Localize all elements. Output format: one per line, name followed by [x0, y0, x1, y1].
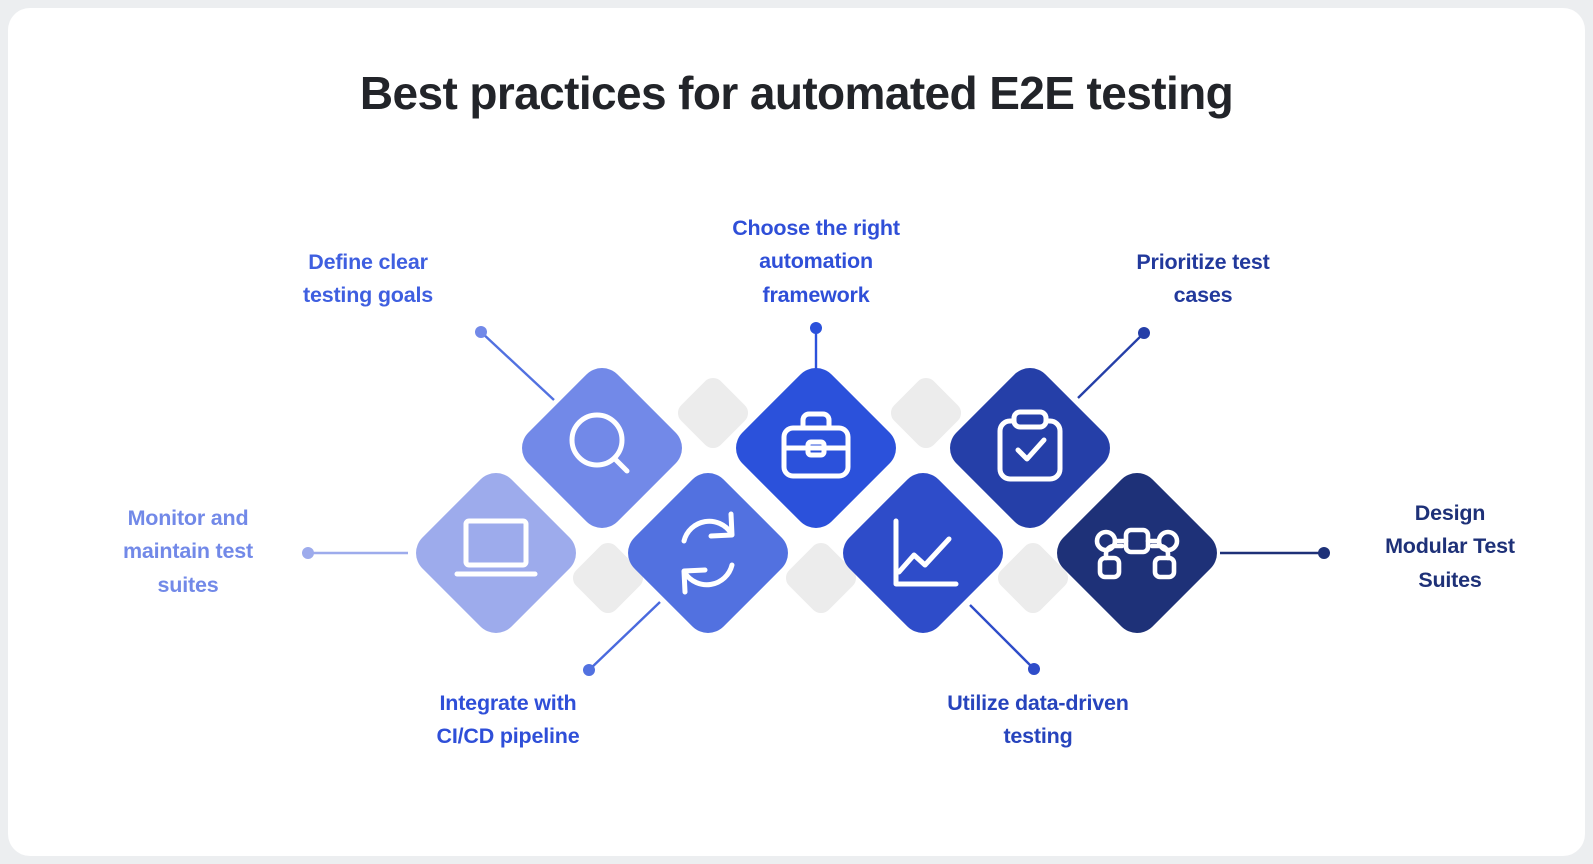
- briefcase-icon: [781, 411, 851, 479]
- diagram-stage: Monitor and maintain test suites Define …: [8, 8, 1585, 856]
- decorative-diamonds-layer: [572, 377, 1069, 614]
- node-prioritize[interactable]: [941, 359, 1119, 537]
- laptop-icon: [454, 518, 538, 577]
- network-nodes-icon: [1094, 527, 1180, 580]
- node-modular-suites[interactable]: [1048, 464, 1226, 642]
- clipboard-check-icon: [997, 409, 1063, 482]
- diamond-shape: [416, 473, 576, 633]
- node-define-goals[interactable]: [513, 359, 691, 537]
- connector-modular-suites: [1220, 547, 1330, 559]
- label-prioritize: Prioritize test cases: [1136, 250, 1270, 308]
- label-modular-suites: Design Modular Test Suites: [1385, 501, 1515, 592]
- connector-prioritize: [1077, 327, 1150, 399]
- diamond-shape: [736, 368, 896, 528]
- magnifier-icon: [569, 412, 630, 474]
- small-diamond-icon: [785, 542, 857, 614]
- node-data-driven[interactable]: [834, 464, 1012, 642]
- label-define-goals: Define clear testing goals: [302, 250, 433, 308]
- connector-integrate-cicd: [583, 601, 661, 676]
- label-data-driven: Utilize data-driven testing: [947, 691, 1129, 749]
- node-choose-framework[interactable]: [727, 359, 905, 537]
- infographic-card: Best practices for automated E2E testing: [8, 8, 1585, 856]
- diamond-shape: [628, 473, 788, 633]
- small-diamond-icon: [890, 377, 962, 449]
- connector-choose-framework: [810, 322, 822, 398]
- line-chart-icon: [893, 518, 959, 587]
- connector-data-driven: [969, 604, 1040, 675]
- diamond-shape: [843, 473, 1003, 633]
- label-monitor: Monitor and maintain test suites: [122, 506, 253, 597]
- diamond-shape: [522, 368, 682, 528]
- small-diamond-icon: [572, 542, 644, 614]
- diamond-shape: [950, 368, 1110, 528]
- label-integrate-cicd: Integrate with CI/CD pipeline: [436, 691, 580, 749]
- page-title: Best practices for automated E2E testing: [359, 67, 1234, 119]
- small-diamond-icon: [677, 377, 749, 449]
- node-monitor[interactable]: [407, 464, 585, 642]
- small-diamond-icon: [997, 542, 1069, 614]
- connector-define-goals: [475, 326, 555, 401]
- node-integrate-cicd[interactable]: [619, 464, 797, 642]
- connector-lines-layer: [302, 322, 1330, 676]
- sync-refresh-icon: [681, 511, 735, 595]
- label-choose-framework: Choose the right automation framework: [732, 216, 900, 307]
- diamond-shape: [1057, 473, 1217, 633]
- main-diamonds-layer: [407, 359, 1226, 642]
- connector-monitor: [302, 547, 408, 559]
